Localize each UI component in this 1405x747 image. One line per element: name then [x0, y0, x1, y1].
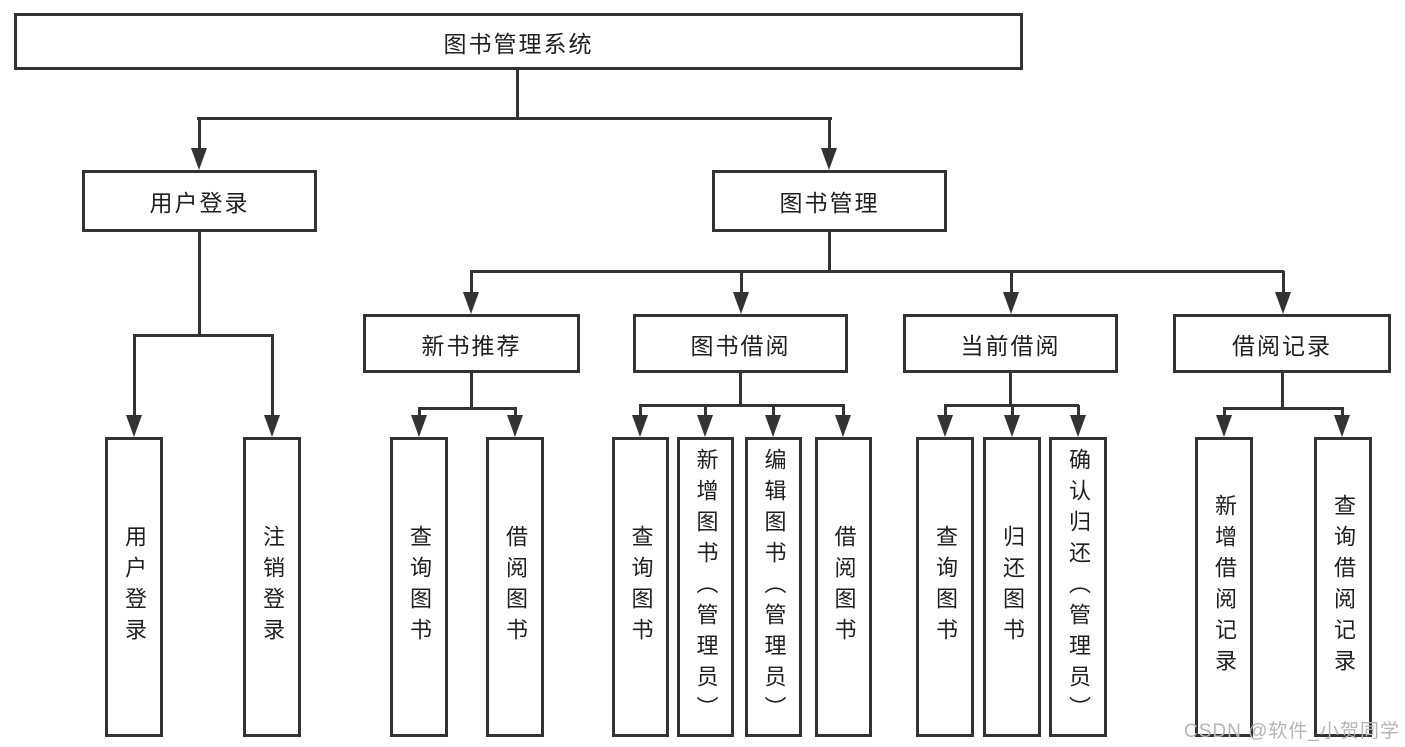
leaf-borrow-books-label: 借阅图书: [831, 525, 857, 649]
leaf-query-books-recommend: 查询图书: [390, 437, 448, 737]
leaf-query-borrow-record-label: 查询借阅记录: [1331, 494, 1356, 680]
connector: [1223, 407, 1344, 410]
leaf-logout-label: 注销登录: [260, 525, 285, 649]
leaf-edit-book-admin-label: 编辑图书（管理员）: [761, 447, 787, 727]
leaf-add-book-admin-label: 新增图书（管理员）: [693, 447, 719, 727]
arrowhead-down: [1004, 415, 1020, 437]
node-borrow-records: 借阅记录: [1173, 314, 1391, 373]
node-borrow-records-label: 借阅记录: [1232, 332, 1332, 359]
leaf-query-books-recommend-label: 查询图书: [407, 525, 432, 649]
arrowhead-down: [1334, 415, 1350, 437]
connector: [639, 405, 642, 417]
connector: [739, 373, 742, 405]
arrowhead-down: [937, 415, 953, 437]
leaf-query-books-current-label: 查询图书: [933, 525, 958, 649]
connector: [197, 117, 832, 120]
arrowhead-down: [821, 148, 837, 170]
connector: [944, 405, 947, 417]
arrowhead-down: [191, 148, 207, 170]
connector: [516, 70, 519, 118]
arrowhead-down: [264, 415, 280, 437]
leaf-add-borrow-record: 新增借阅记录: [1195, 437, 1253, 737]
node-user-login: 用户登录: [82, 170, 317, 232]
arrowhead-down: [1275, 292, 1291, 314]
connector: [1341, 408, 1344, 417]
arrowhead-down: [765, 415, 781, 437]
connector: [1010, 271, 1013, 294]
connector: [1223, 408, 1226, 417]
leaf-query-books-borrow-label: 查询图书: [628, 525, 654, 649]
arrowhead-down: [507, 415, 523, 437]
connector: [198, 118, 201, 150]
leaf-confirm-return-admin-label: 确认归还（管理员）: [1066, 447, 1091, 727]
leaf-query-books-borrow: 查询图书: [612, 437, 669, 737]
node-root: 图书管理系统: [14, 13, 1023, 70]
arrowhead-down: [1216, 415, 1232, 437]
connector: [133, 335, 136, 417]
connector: [1009, 373, 1012, 405]
connector: [418, 407, 517, 410]
leaf-return-books: 归还图书: [983, 437, 1041, 737]
connector: [1282, 271, 1285, 294]
connector: [1077, 405, 1080, 417]
arrowhead-down: [411, 415, 427, 437]
leaf-edit-book-admin: 编辑图书（管理员）: [745, 437, 802, 737]
arrowhead-down: [1070, 415, 1086, 437]
connector: [828, 118, 831, 150]
connector: [418, 408, 421, 417]
arrowhead-down: [697, 415, 713, 437]
leaf-user-login-label: 用户登录: [122, 525, 147, 649]
arrowhead-down: [463, 292, 479, 314]
node-new-book-recommend-label: 新书推荐: [421, 332, 522, 359]
connector: [740, 271, 743, 294]
connector: [198, 232, 201, 335]
leaf-logout: 注销登录: [243, 437, 301, 737]
leaf-user-login: 用户登录: [105, 437, 163, 737]
arrowhead-down: [632, 415, 648, 437]
connector: [639, 404, 845, 407]
csdn-watermark: CSDN @软件_小贺同学: [1184, 721, 1400, 742]
leaf-query-borrow-record: 查询借阅记录: [1314, 437, 1372, 737]
leaf-query-books-current: 查询图书: [916, 437, 974, 737]
connector: [470, 271, 473, 294]
connector: [133, 334, 274, 337]
leaf-confirm-return-admin: 确认归还（管理员）: [1049, 437, 1107, 737]
leaf-add-book-admin: 新增图书（管理员）: [677, 437, 734, 737]
arrowhead-down: [1003, 292, 1019, 314]
node-current-borrow: 当前借阅: [903, 314, 1118, 373]
arrowhead-down: [733, 292, 749, 314]
node-book-borrow-label: 图书借阅: [690, 332, 791, 359]
leaf-borrow-books-recommend-label: 借阅图书: [503, 525, 528, 649]
connector: [271, 335, 274, 417]
node-book-borrow: 图书借阅: [633, 314, 848, 373]
leaf-add-borrow-record-label: 新增借阅记录: [1212, 494, 1237, 680]
node-book-management: 图书管理: [712, 170, 947, 232]
node-user-login-label: 用户登录: [149, 190, 250, 216]
leaf-borrow-books-recommend: 借阅图书: [486, 437, 544, 737]
node-new-book-recommend: 新书推荐: [363, 314, 580, 373]
connector: [842, 405, 845, 417]
leaf-borrow-books: 借阅图书: [815, 437, 872, 737]
leaf-return-books-label: 归还图书: [1000, 525, 1025, 649]
connector: [828, 232, 831, 272]
arrowhead-down: [835, 415, 851, 437]
arrowhead-down: [126, 415, 142, 437]
connector: [1281, 373, 1284, 408]
connector: [772, 405, 775, 417]
connector: [514, 408, 517, 417]
node-book-management-label: 图书管理: [779, 190, 880, 216]
connector: [1011, 405, 1014, 417]
node-root-label: 图书管理系统: [443, 30, 594, 57]
connector: [470, 270, 1284, 273]
connector: [704, 405, 707, 417]
node-current-borrow-label: 当前借阅: [960, 332, 1061, 359]
connector: [470, 373, 473, 408]
